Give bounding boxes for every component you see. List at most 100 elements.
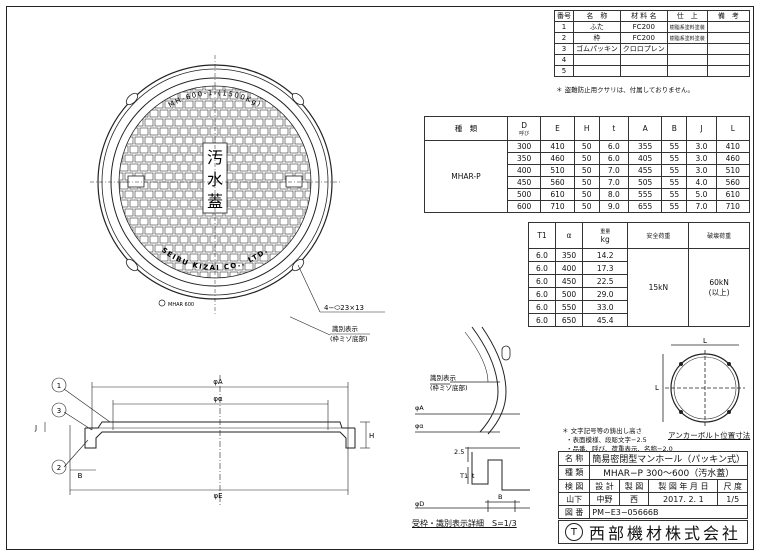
pattern-tile (239, 217, 249, 226)
pattern-tile (214, 226, 224, 235)
pattern-tile (164, 136, 174, 145)
pattern-tile (284, 208, 294, 217)
pattern-tile (279, 235, 289, 244)
cell: 350 (555, 248, 583, 262)
pattern-tile (224, 226, 234, 235)
pattern-tile (289, 145, 299, 154)
loads-h-T1: T1 (528, 222, 556, 249)
pattern-tile (129, 217, 139, 226)
cell: 7.0 (598, 164, 629, 177)
pattern-tile (199, 109, 209, 118)
pattern-tile (254, 118, 264, 127)
pattern-tile (214, 118, 224, 127)
pattern-tile (234, 244, 244, 253)
pattern-tile (134, 208, 144, 217)
pattern-tile (254, 100, 264, 109)
pattern-tile (224, 244, 234, 253)
pattern-tile (229, 235, 239, 244)
anchor-L-side: L (655, 384, 659, 392)
dims-type-cell: MHAR-P (424, 140, 508, 213)
cell (573, 54, 621, 66)
detail-dim-t: t (472, 472, 475, 480)
pattern-tile (234, 136, 244, 145)
cell: 450 (555, 274, 583, 288)
pattern-tile (179, 109, 189, 118)
tb-name-label: 名 称 (557, 451, 591, 466)
cell: 6.0 (528, 274, 556, 288)
pattern-tile (315, 245, 323, 252)
pattern-tile (274, 172, 284, 181)
sec-dim-J: J (34, 424, 37, 432)
pattern-tile (149, 235, 159, 244)
ident-label-2: (枠ミゾ底部) (330, 334, 368, 343)
pattern-tile (125, 281, 133, 288)
pattern-tile (284, 226, 294, 235)
cell: 505 (627, 176, 663, 189)
pattern-tile (259, 145, 269, 154)
pattern-tile (119, 262, 124, 271)
pattern-tile (199, 91, 209, 100)
cell: 55 (661, 188, 688, 201)
pattern-tile (189, 253, 199, 262)
pattern-tile (159, 145, 169, 154)
detail-dim-alpha: φα (415, 422, 424, 430)
cell: 510 (715, 164, 751, 177)
cell: 510 (540, 164, 575, 177)
pattern-tile (249, 163, 259, 172)
tb-design-name: 中野 (589, 492, 620, 506)
pattern-tile (119, 181, 129, 190)
pattern-tile (254, 226, 264, 235)
pattern-tile (159, 181, 169, 190)
anchor-caption: アンカーボルト位置寸法 (668, 431, 751, 440)
pattern-tile (254, 172, 264, 181)
cell: ゴムパッキン (573, 43, 621, 55)
sec-dim-B: B (78, 472, 83, 480)
cell: 1 (554, 21, 574, 33)
pattern-tile (309, 127, 311, 136)
pattern-tile (179, 199, 189, 208)
cell: 5.0 (686, 188, 717, 201)
pattern-tile (119, 154, 124, 163)
pattern-tile (269, 235, 279, 244)
pattern-tile (194, 100, 204, 109)
mark-text: MHAR 600 (168, 302, 194, 308)
pattern-tile (149, 163, 159, 172)
pattern-tile (259, 235, 269, 244)
hole-label: 4−⬭23×13 (324, 304, 364, 312)
pattern-tile (174, 208, 184, 217)
pattern-tile (169, 127, 179, 136)
pattern-tile (215, 281, 223, 288)
pattern-tile (184, 154, 194, 163)
pattern-tile (159, 163, 169, 172)
pattern-tile (164, 190, 174, 199)
pattern-tile (135, 281, 143, 288)
pattern-tile (234, 262, 244, 271)
section-view: φA φα φE B H J 1 3 2 (34, 375, 374, 505)
loads-h-weight-2: kg (600, 234, 610, 244)
pattern-tile (219, 109, 229, 118)
pattern-tile (239, 235, 249, 244)
pattern-tile (119, 271, 129, 278)
pattern-tile (119, 190, 124, 199)
pattern-tile (249, 253, 259, 262)
pattern-tile (169, 109, 179, 118)
pattern-tile (234, 172, 244, 181)
pattern-tile (224, 100, 234, 109)
pattern-tile (189, 217, 199, 226)
sec-dim-A: φA (213, 378, 223, 386)
pattern-tile (174, 100, 184, 109)
cell: 2 (554, 32, 574, 44)
pattern-tile (259, 253, 269, 262)
cell: 50 (573, 176, 600, 189)
loads-safe: 15kN (627, 248, 690, 327)
tb-draw-label: 製 図 (618, 479, 650, 493)
tb-check-label: 検 図 (557, 479, 591, 493)
pattern-tile (254, 244, 264, 253)
pattern-tile (234, 226, 244, 235)
cell: 枠 (573, 32, 621, 44)
pattern-tile (159, 127, 169, 136)
pattern-tile (284, 136, 294, 145)
